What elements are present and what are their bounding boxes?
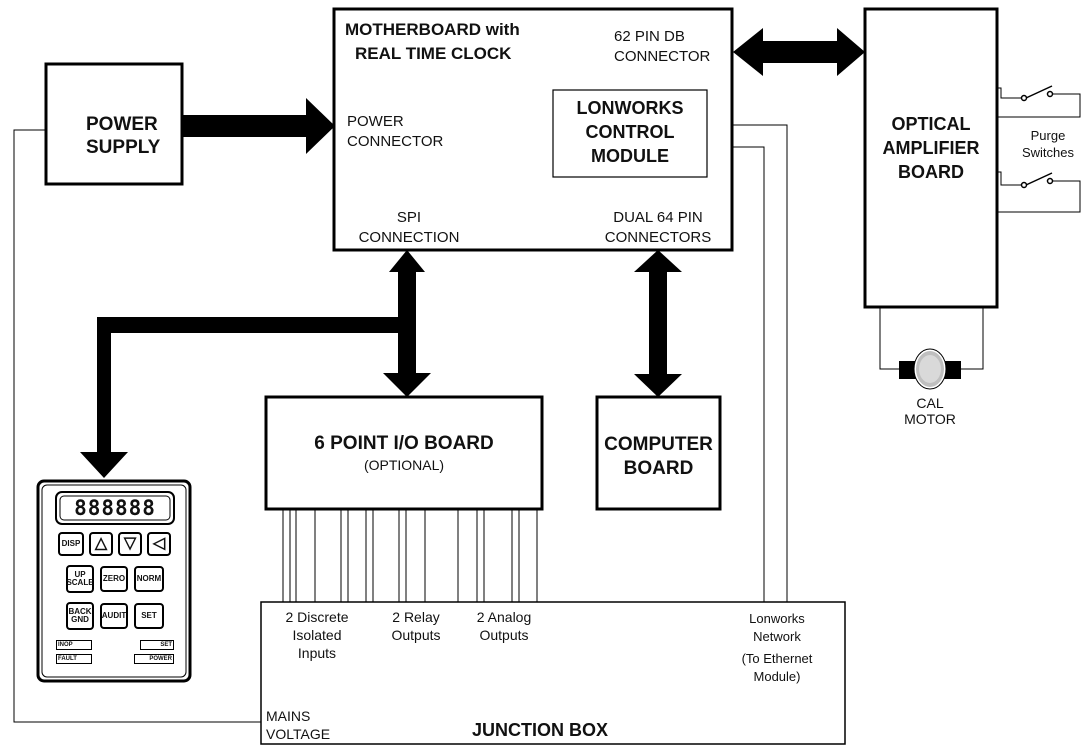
relay-line1: 2 Relay	[392, 609, 440, 625]
norm-button[interactable]: NORM	[134, 566, 164, 592]
power-connector-label: POWER CONNECTOR	[347, 112, 443, 152]
up-scale-line1: UP	[74, 570, 86, 579]
motherboard-title-line1: MOTHERBOARD with	[345, 20, 520, 39]
discrete-inputs-label: 2 Discrete Isolated Inputs	[266, 608, 368, 662]
dual-line1: DUAL 64 PIN	[613, 209, 703, 226]
db-connector-line2: CONNECTOR	[614, 48, 711, 65]
relay-line2: Outputs	[391, 627, 441, 643]
cal-motor-wire	[879, 307, 899, 370]
up-scale-line2: SCALE	[66, 578, 94, 587]
spi-line2: CONNECTION	[358, 229, 460, 246]
mains-line1: MAINS	[266, 708, 311, 724]
computer-board-line1: COMPUTER	[604, 434, 713, 455]
io-board-title: 6 POINT I/O BOARD	[314, 433, 494, 454]
discrete-line2: Isolated	[292, 627, 342, 643]
cal-motor-wire-2	[961, 307, 984, 370]
cal-motor-label: CAL MOTOR	[895, 395, 965, 427]
back-gnd-line2: GND	[71, 615, 89, 624]
optical-line1: OPTICAL	[891, 114, 971, 134]
lon-line4: Module)	[753, 669, 801, 684]
lonworks-wire-1	[707, 124, 788, 602]
mains-voltage-label: MAINS VOLTAGE	[266, 707, 330, 743]
io-board-label: 6 POINT I/O BOARD (OPTIONAL)	[268, 432, 540, 474]
optical-amplifier-box	[863, 7, 999, 309]
lonworks-line3: MODULE	[591, 146, 669, 166]
purge-line2: Switches	[1021, 145, 1075, 160]
arrow-db	[733, 28, 865, 76]
power-supply-label: POWER SUPPLY	[86, 113, 161, 159]
arrow-computer	[634, 250, 682, 397]
down-arrow-button[interactable]: ▽	[118, 532, 142, 556]
purge-switches-label: Purge Switches	[1010, 127, 1086, 161]
arrow-spi	[80, 250, 431, 478]
power-connector-line2: CONNECTOR	[347, 133, 444, 150]
dual-connectors-label: DUAL 64 PIN CONNECTORS	[590, 208, 726, 248]
purge-switch-2	[1020, 172, 1054, 189]
cal-motor-line2: MOTOR	[904, 411, 956, 427]
lon-line3: (To Ethernet	[741, 651, 813, 666]
junction-box-title: JUNCTION BOX	[471, 720, 608, 740]
purge-switch-wire-2b	[997, 180, 1081, 213]
purge-switch-wire-1b	[997, 93, 1081, 118]
arrow-power	[182, 98, 335, 154]
power-supply-box	[44, 62, 184, 186]
mains-line2: VOLTAGE	[266, 726, 331, 742]
keypad-display	[55, 491, 175, 525]
disp-button[interactable]: DISP	[58, 532, 84, 556]
dual-line2: CONNECTORS	[604, 229, 712, 246]
analog-line2: Outputs	[479, 627, 529, 643]
inop-indicator: INOP	[56, 640, 92, 650]
io-board-box	[264, 395, 544, 511]
lonworks-module-label: LONWORKS CONTROL MODULE	[555, 96, 705, 168]
relay-outputs-label: 2 Relay Outputs	[380, 608, 452, 644]
purge-switch-wire-1	[997, 87, 1022, 99]
zero-button[interactable]: ZERO	[100, 566, 128, 592]
power-indicator: POWER	[134, 654, 174, 664]
up-scale-button[interactable]: UP SCALE	[66, 565, 94, 593]
lonworks-module-box	[552, 89, 708, 178]
analog-line1: 2 Analog	[476, 609, 532, 625]
motherboard-title: MOTHERBOARD with REAL TIME CLOCK	[345, 18, 520, 66]
io-wires	[282, 509, 538, 602]
spi-line1: SPI	[396, 209, 422, 226]
cal-motor-line1: CAL	[916, 395, 944, 411]
computer-board-box	[595, 395, 722, 511]
db-connector-label: 62 PIN DB CONNECTOR	[614, 27, 710, 67]
back-gnd-line1: BACK	[68, 607, 92, 616]
back-gnd-button[interactable]: BACK GND	[66, 602, 94, 630]
cal-motor-icon	[899, 348, 961, 390]
power-supply-line1: POWER	[86, 114, 158, 135]
discrete-line3: Inputs	[297, 645, 337, 661]
set-button[interactable]: SET	[134, 603, 164, 629]
motherboard-title-line2: REAL TIME CLOCK	[355, 44, 512, 63]
io-board-subtitle: (OPTIONAL)	[363, 457, 445, 473]
set-indicator: SET	[140, 640, 174, 650]
db-connector-line1: 62 PIN DB	[614, 28, 685, 45]
optical-amplifier-label: OPTICAL AMPLIFIER BOARD	[867, 112, 995, 184]
analog-outputs-label: 2 Analog Outputs	[462, 608, 546, 644]
left-arrow-button[interactable]: ◁	[147, 532, 171, 556]
purge-switch-1	[1020, 85, 1054, 102]
mains-voltage-wire	[13, 129, 262, 723]
purge-line1: Purge	[1030, 128, 1066, 143]
purge-switch-wire-2	[997, 171, 1022, 186]
lonworks-line1: LONWORKS	[576, 98, 684, 118]
optical-line3: BOARD	[898, 162, 964, 182]
keypad-display-digits: 888888	[74, 496, 156, 520]
computer-board-label: COMPUTER BOARD	[599, 433, 718, 481]
discrete-line1: 2 Discrete	[285, 609, 349, 625]
bus-arrows	[80, 28, 865, 478]
fault-indicator: FAULT	[56, 654, 92, 664]
lonworks-network-label: Lonworks Network (To Ethernet Module)	[722, 610, 832, 686]
power-supply-line2: SUPPLY	[86, 137, 161, 158]
computer-board-line2: BOARD	[623, 458, 694, 479]
spi-connection-label: SPI CONNECTION	[349, 208, 469, 248]
lonworks-line2: CONTROL	[585, 122, 675, 142]
lon-line2: Network	[753, 629, 801, 644]
lon-line1: Lonworks	[749, 611, 805, 626]
optical-line2: AMPLIFIER	[882, 138, 980, 158]
audit-button[interactable]: AUDIT	[100, 603, 128, 629]
up-arrow-button[interactable]: △	[89, 532, 113, 556]
power-connector-line1: POWER	[347, 113, 404, 130]
